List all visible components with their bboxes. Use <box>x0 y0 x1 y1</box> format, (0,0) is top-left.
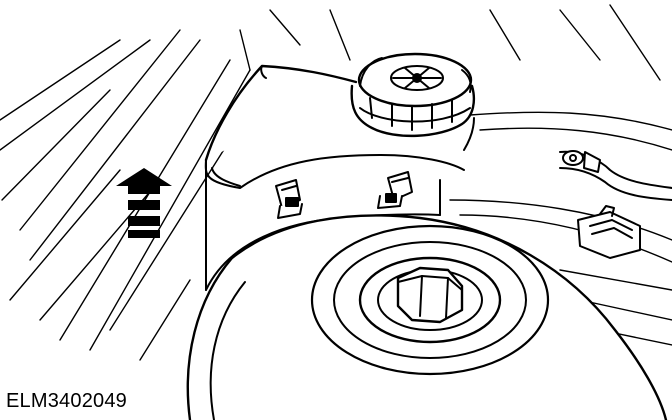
hose-connector <box>559 150 672 201</box>
wheel-assembly <box>186 214 668 420</box>
fluid-reservoir <box>204 64 475 291</box>
reservoir-clip-left <box>275 179 303 219</box>
figure-reference-code: ELM3402049 <box>6 390 127 412</box>
front-direction-arrow-icon <box>116 168 172 238</box>
reservoir-clip-right <box>377 171 413 209</box>
reservoir-filler-cap <box>350 52 476 138</box>
electrical-connector <box>577 205 641 259</box>
hub-nut <box>396 266 464 324</box>
